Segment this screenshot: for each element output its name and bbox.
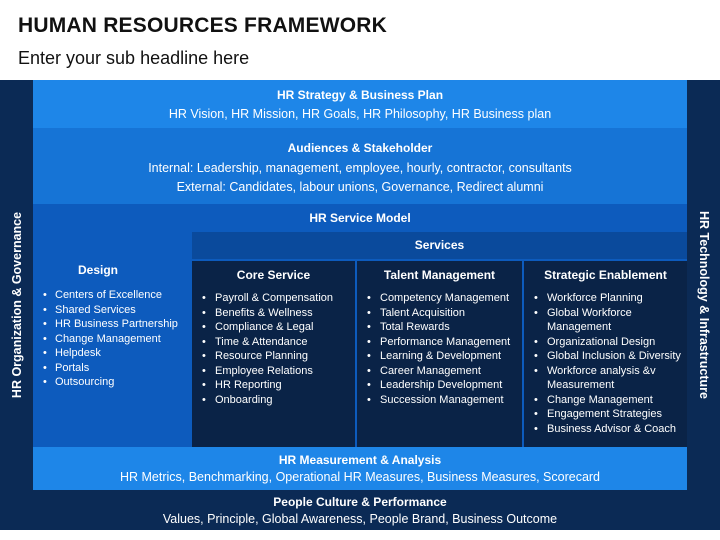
strategy-band: HR Strategy & Business Plan HR Vision, H… xyxy=(33,80,687,128)
list-item: Talent Acquisition xyxy=(365,306,518,321)
list-item: Business Advisor & Coach xyxy=(532,422,683,437)
list-item: Workforce analysis &v Measurement xyxy=(532,364,683,393)
list-item: HR Reporting xyxy=(200,378,351,393)
list-item: Succession Management xyxy=(365,393,518,408)
left-side-bar: HR Organization & Governance xyxy=(0,80,33,530)
list-item: Time & Attendance xyxy=(200,335,351,350)
list-item: Learning & Development xyxy=(365,349,518,364)
list-item: Change Management xyxy=(532,393,683,408)
list-item: Compliance & Legal xyxy=(200,320,351,335)
list-item: Resource Planning xyxy=(200,349,351,364)
strategy-text: HR Vision, HR Mission, HR Goals, HR Phil… xyxy=(168,107,552,121)
measurement-title: HR Measurement & Analysis xyxy=(278,453,442,467)
core-service-column: Core Service Payroll & Compensation Bene… xyxy=(192,261,355,447)
column-title: Strategic Enablement xyxy=(544,268,667,282)
list-item: Engagement Strategies xyxy=(532,407,683,422)
right-side-label: HR Technology & Infrastructure xyxy=(696,211,711,399)
talent-management-column: Talent Management Competency Management … xyxy=(357,261,522,447)
list-item: Shared Services xyxy=(41,303,178,318)
left-side-label: HR Organization & Governance xyxy=(9,211,24,399)
list-item: Competency Management xyxy=(365,291,518,306)
list-item: Employee Relations xyxy=(200,364,351,379)
list-item: Performance Management xyxy=(365,335,518,350)
list-item: Leadership Development xyxy=(365,378,518,393)
service-model-section: HR Service Model Design Centers of Excel… xyxy=(33,204,687,447)
list-item: Payroll & Compensation xyxy=(200,291,351,306)
list-item: Helpdesk xyxy=(41,346,178,361)
list-item: Change Management xyxy=(41,332,178,347)
column-title: Talent Management xyxy=(383,268,496,282)
list-item: Portals xyxy=(41,361,178,376)
culture-band: People Culture & Performance Values, Pri… xyxy=(33,490,687,530)
column-title: Core Service xyxy=(236,268,311,282)
audience-title: Audiences & Stakeholder xyxy=(287,141,433,155)
list-item: Organizational Design xyxy=(532,335,683,350)
page-subtitle: Enter your sub headline here xyxy=(18,48,250,68)
list-item: Global Workforce Management xyxy=(532,306,683,335)
strategic-enablement-column: Strategic Enablement Workforce Planning … xyxy=(524,261,687,447)
page-title: HUMAN RESOURCES FRAMEWORK xyxy=(18,14,387,37)
measurement-band: HR Measurement & Analysis HR Metrics, Be… xyxy=(33,447,687,490)
audience-band: Audiences & Stakeholder Internal: Leader… xyxy=(33,128,687,204)
list-item: Centers of Excellence xyxy=(41,288,178,303)
audience-external: External: Candidates, labour unions, Gov… xyxy=(176,180,544,194)
service-model-title: HR Service Model xyxy=(309,211,411,225)
services-header: Services xyxy=(192,232,687,259)
design-list: Centers of Excellence Shared Services HR… xyxy=(41,288,178,390)
culture-text: Values, Principle, Global Awareness, Peo… xyxy=(162,512,558,526)
audience-internal: Internal: Leadership, management, employ… xyxy=(148,161,572,175)
list-item: Benefits & Wellness xyxy=(200,306,351,321)
design-title: Design xyxy=(77,263,118,277)
list-item: Outsourcing xyxy=(41,375,178,390)
list-item: Onboarding xyxy=(200,393,351,408)
right-side-bar: HR Technology & Infrastructure xyxy=(687,80,720,530)
design-panel: Design Centers of Excellence Shared Serv… xyxy=(33,232,191,447)
strategy-title: HR Strategy & Business Plan xyxy=(276,88,444,102)
list-item: Career Management xyxy=(365,364,518,379)
list-item: HR Business Partnership xyxy=(41,317,178,332)
column-list: Workforce Planning Global Workforce Mana… xyxy=(524,291,687,436)
list-item: Workforce Planning xyxy=(532,291,683,306)
list-item: Global Inclusion & Diversity xyxy=(532,349,683,364)
column-list: Competency Management Talent Acquisition… xyxy=(357,291,522,407)
measurement-text: HR Metrics, Benchmarking, Operational HR… xyxy=(119,470,601,484)
list-item: Total Rewards xyxy=(365,320,518,335)
column-list: Payroll & Compensation Benefits & Wellne… xyxy=(192,291,355,407)
culture-title: People Culture & Performance xyxy=(273,495,447,509)
